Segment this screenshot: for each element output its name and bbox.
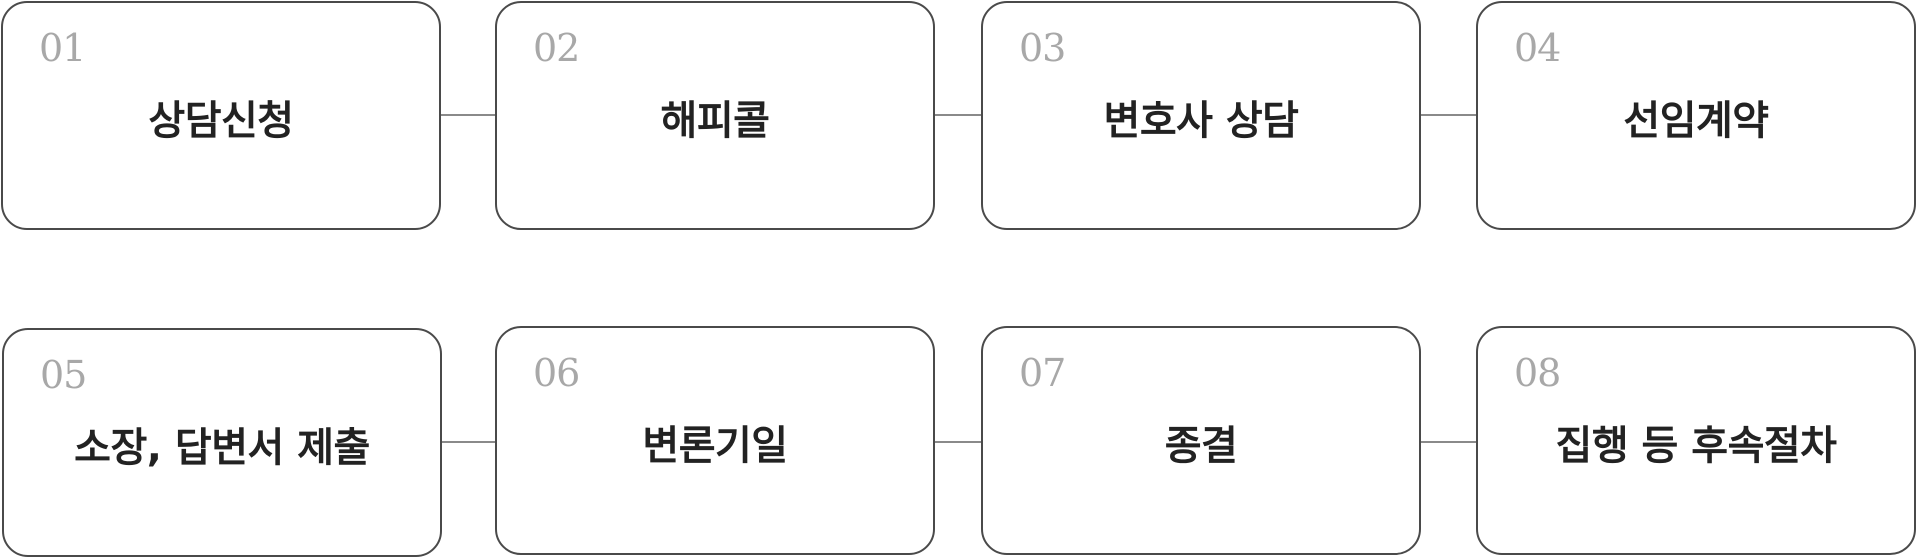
connector-line bbox=[1421, 114, 1476, 116]
step-box-07: 07 종결 bbox=[981, 326, 1421, 555]
step-box-01: 01 상담신청 bbox=[1, 1, 441, 230]
step-title: 소장, 답변서 제출 bbox=[74, 425, 370, 471]
step-number: 04 bbox=[1514, 26, 1561, 70]
step-title: 선임계약 bbox=[1623, 98, 1769, 144]
step-number: 01 bbox=[39, 26, 86, 70]
step-box-03: 03 변호사 상담 bbox=[981, 1, 1421, 230]
step-number: 08 bbox=[1514, 351, 1561, 395]
step-title: 변호사 상담 bbox=[1103, 98, 1299, 144]
connector-line bbox=[442, 441, 495, 443]
step-title: 변론기일 bbox=[642, 423, 788, 469]
step-number: 06 bbox=[533, 351, 580, 395]
connector-line bbox=[1421, 441, 1476, 443]
step-title: 상담신청 bbox=[148, 98, 294, 144]
step-title: 종결 bbox=[1164, 423, 1238, 469]
step-number: 03 bbox=[1019, 26, 1066, 70]
step-box-05: 05 소장, 답변서 제출 bbox=[2, 328, 442, 557]
connector-line bbox=[441, 114, 495, 116]
connector-line bbox=[935, 114, 981, 116]
connector-line bbox=[935, 441, 981, 443]
step-box-08: 08 집행 등 후속절차 bbox=[1476, 326, 1916, 555]
step-box-02: 02 해피콜 bbox=[495, 1, 935, 230]
step-box-04: 04 선임계약 bbox=[1476, 1, 1916, 230]
step-box-06: 06 변론기일 bbox=[495, 326, 935, 555]
step-number: 07 bbox=[1019, 351, 1066, 395]
step-number: 05 bbox=[40, 353, 87, 397]
step-title: 해피콜 bbox=[660, 98, 770, 144]
step-number: 02 bbox=[533, 26, 580, 70]
step-title: 집행 등 후속절차 bbox=[1555, 423, 1837, 469]
